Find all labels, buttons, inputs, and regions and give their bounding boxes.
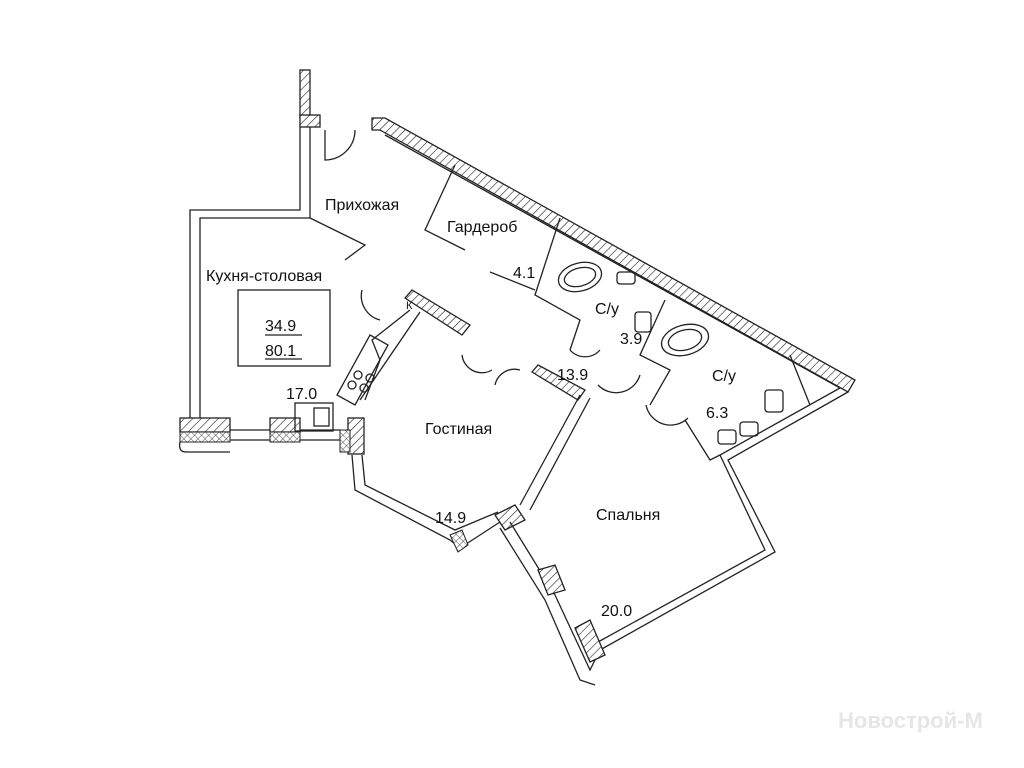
watermark: Новострой-М xyxy=(838,708,983,733)
room-area-hallway: 13.9 xyxy=(557,367,588,384)
room-area-bathroom-1: 3.9 xyxy=(620,331,642,348)
room-name-living: Гостиная xyxy=(425,421,492,438)
room-area-bathroom-2: 6.3 xyxy=(706,405,728,422)
room-name-wardrobe: Гардероб xyxy=(447,219,517,236)
interior-walls xyxy=(237,129,811,511)
room-area-kitchen: 17.0 xyxy=(286,386,317,403)
room-name-bathroom-1: С/у xyxy=(595,301,619,318)
room-area-wardrobe: 4.1 xyxy=(513,265,535,282)
exterior-walls xyxy=(178,69,856,686)
room-area-bedroom: 20.0 xyxy=(601,603,632,620)
living-area-total: 34.9 xyxy=(265,318,296,335)
room-labels: Прихожая 13.9 Гардероб 4.1 Кухня-столова… xyxy=(206,197,736,620)
room-area-living: 14.9 xyxy=(435,510,466,527)
room-name-hallway: Прихожая xyxy=(325,197,399,214)
room-name-bedroom: Спальня xyxy=(596,507,660,524)
room-name-kitchen: Кухня-столовая xyxy=(206,268,322,285)
room-name-bathroom-2: С/у xyxy=(712,368,736,385)
total-area: 80.1 xyxy=(265,343,296,360)
k-marker: К xyxy=(406,300,413,312)
summary-box xyxy=(237,289,331,367)
